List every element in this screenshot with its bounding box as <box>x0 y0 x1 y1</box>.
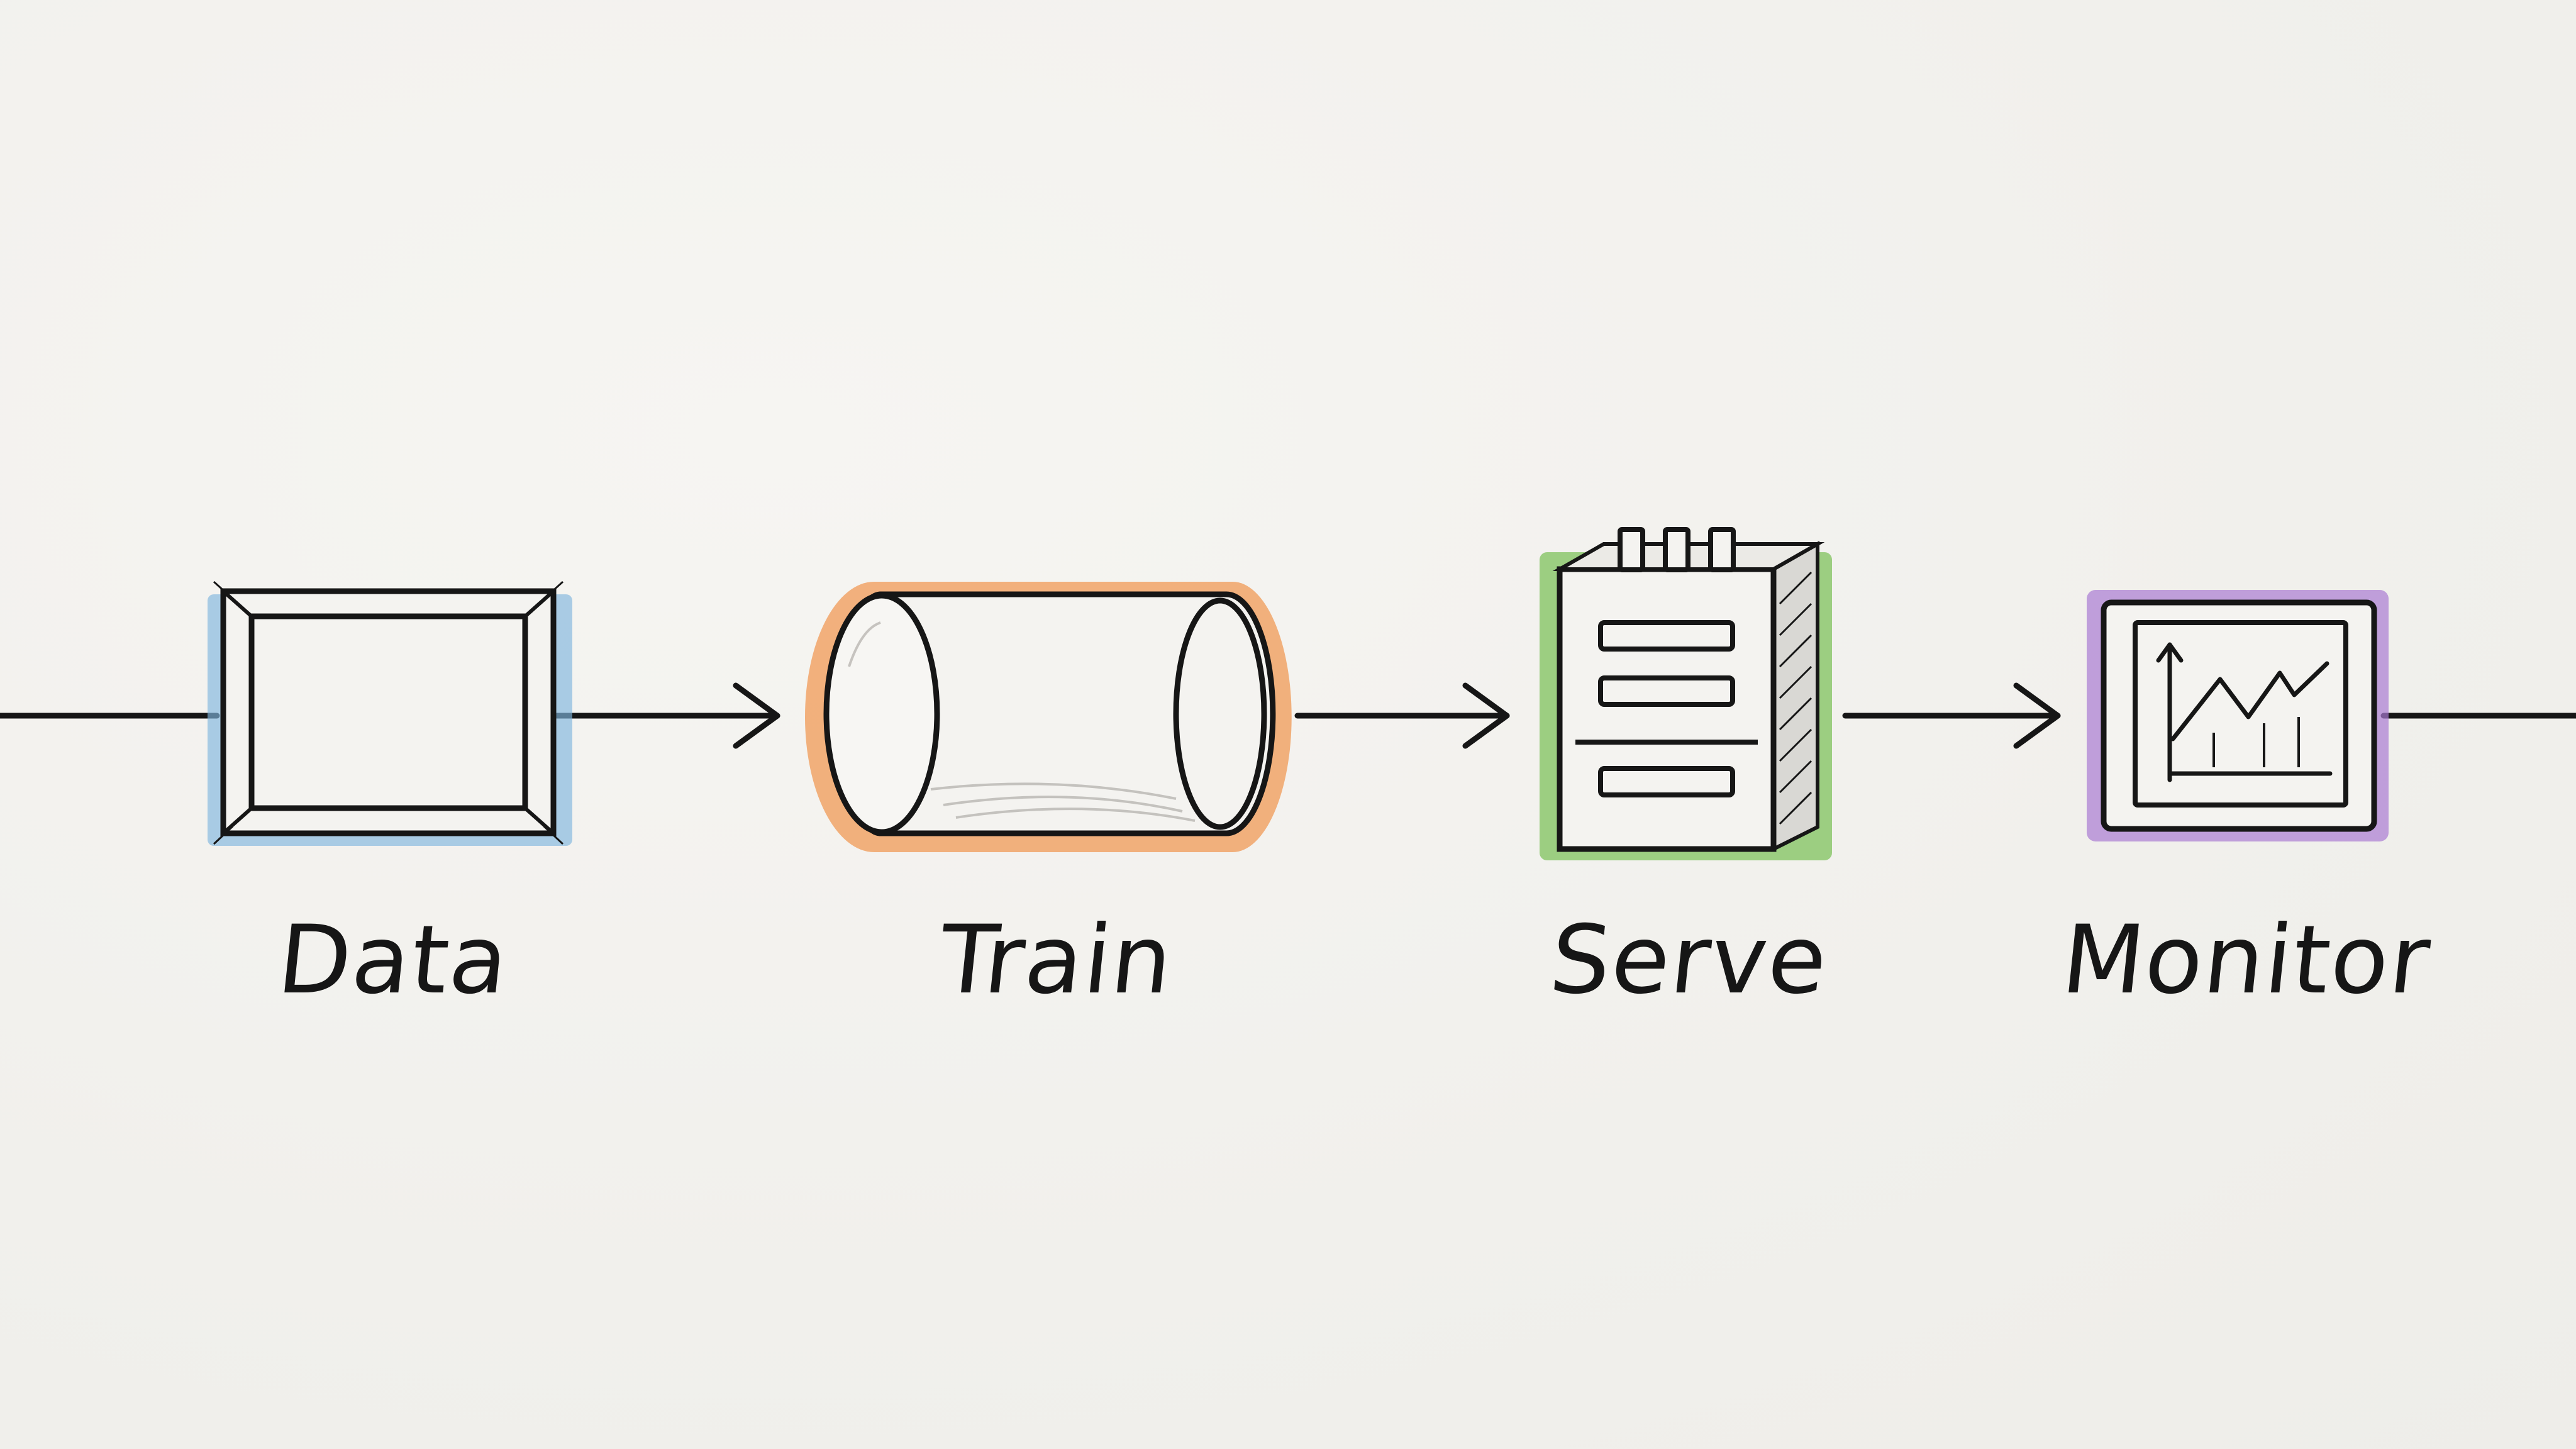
monitor-stage-node <box>2087 590 2389 841</box>
server-icon <box>1540 527 1832 860</box>
frame-icon <box>208 580 572 846</box>
monitor-chart-icon <box>2087 590 2389 841</box>
serve-stage-label: Serve <box>1545 906 1834 1015</box>
connectors <box>0 682 2576 749</box>
train-stage-label: Train <box>934 906 1179 1015</box>
arrow-serve-to-monitor <box>1842 682 2061 749</box>
serve-stage-node <box>1540 527 1832 860</box>
data-stage-node <box>208 580 572 846</box>
arrow-train-to-serve <box>1294 682 1510 749</box>
arrow-data-to-train <box>553 682 780 749</box>
monitor-stage-label: Monitor <box>2057 906 2436 1015</box>
train-stage-node <box>805 582 1292 852</box>
data-stage-label: Data <box>272 906 515 1015</box>
cylinder-icon <box>805 582 1292 852</box>
